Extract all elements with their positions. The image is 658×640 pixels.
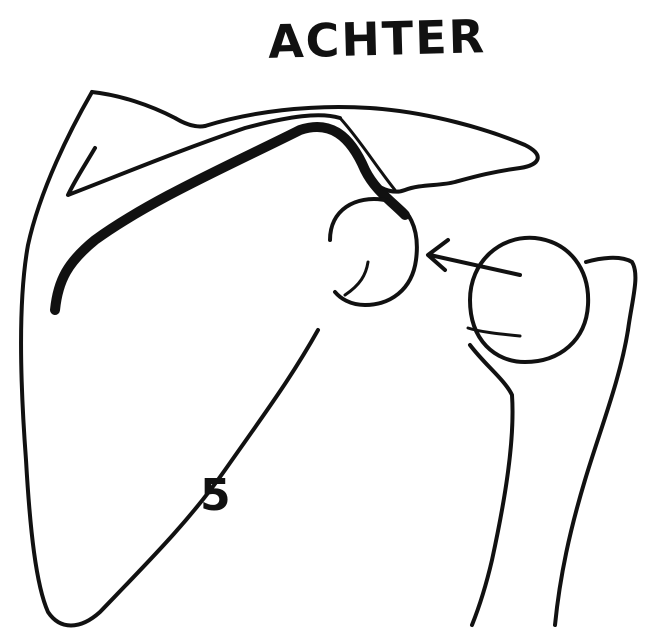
glenoid-inner xyxy=(345,262,368,295)
humerus-shaft-right xyxy=(555,330,628,625)
scapula-spine-thick xyxy=(55,127,405,310)
humerus-head xyxy=(470,238,588,362)
scapula-outline xyxy=(21,92,318,626)
scapula-top-edge xyxy=(92,92,205,127)
diagram-label-number: 5 xyxy=(200,470,231,521)
diagram-title: ACHTER xyxy=(267,9,486,69)
humerus-shaft-left xyxy=(470,345,513,625)
humerus-tubercle xyxy=(586,258,635,330)
